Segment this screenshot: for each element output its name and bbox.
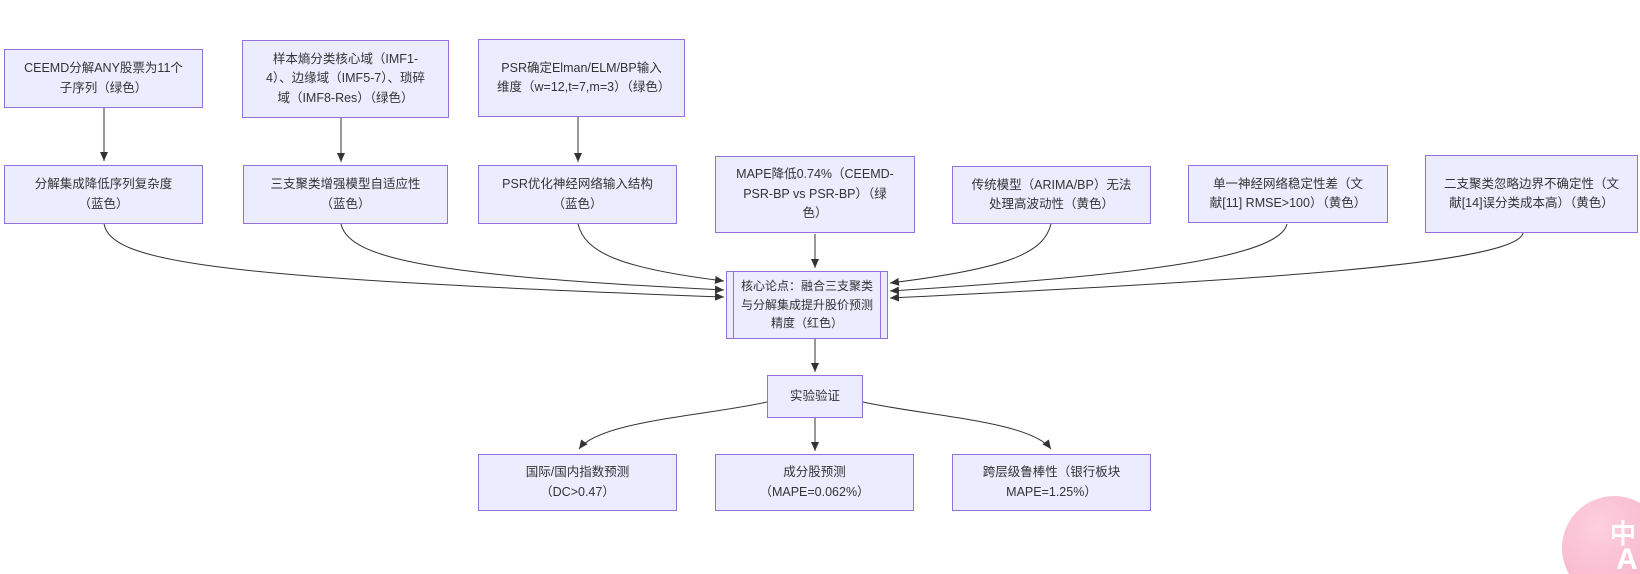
- node-index-pred: 国际/国内指数预测（DC>0.47）: [478, 454, 677, 511]
- node-ceemd: CEEMD分解ANY股票为11个子序列（绿色）: [4, 49, 203, 108]
- edge-twoway-core: [889, 232, 1524, 302]
- node-psr-dim: PSR确定Elman/ELM/BP输入维度（w=12,t=7,m=3）（绿色）: [478, 39, 685, 117]
- translate-badge-zh: 中: [1609, 519, 1636, 549]
- edge-experiment-robustness: [862, 401, 1052, 450]
- edge-traditional-core: [889, 223, 1052, 286]
- translate-badge[interactable]: 中 A: [1562, 496, 1640, 574]
- node-single-nn: 单一神经网络稳定性差（文献[11] RMSE>100）（黄色）: [1188, 165, 1388, 223]
- node-psr-opt: PSR优化神经网络输入结构（蓝色）: [478, 165, 677, 224]
- node-twoway: 二支聚类忽略边界不确定性（文献[14]误分类成本高）（黄色）: [1425, 155, 1638, 233]
- node-decomp: 分解集成降低序列复杂度（蓝色）: [4, 165, 203, 224]
- node-robustness: 跨层级鲁棒性（银行板块MAPE=1.25%）: [952, 454, 1151, 511]
- node-core-thesis: 核心论点：融合三支聚类与分解集成提升股价预测精度（红色）: [726, 271, 888, 339]
- node-threeway: 三支聚类增强模型自适应性（蓝色）: [243, 165, 448, 224]
- node-mape-drop: MAPE降低0.74%（CEEMD-PSR-BP vs PSR-BP）（绿色）: [715, 156, 915, 233]
- node-traditional: 传统模型（ARIMA/BP）无法处理高波动性（黄色）: [952, 166, 1151, 224]
- edge-decomp-core: [103, 223, 725, 301]
- translate-badge-en: A: [1616, 543, 1638, 574]
- edge-experiment-indexpred: [578, 401, 768, 450]
- node-component: 成分股预测（MAPE=0.062%）: [715, 454, 914, 511]
- edge-psropt-core: [577, 223, 725, 284]
- edge-singlenn-core: [889, 223, 1288, 295]
- node-entropy: 样本熵分类核心域（IMF1-4）、边缘域（IMF5-7）、琐碎域（IMF8-Re…: [242, 40, 449, 118]
- edge-threeway-core: [340, 223, 725, 294]
- node-experiment: 实验验证: [767, 375, 863, 418]
